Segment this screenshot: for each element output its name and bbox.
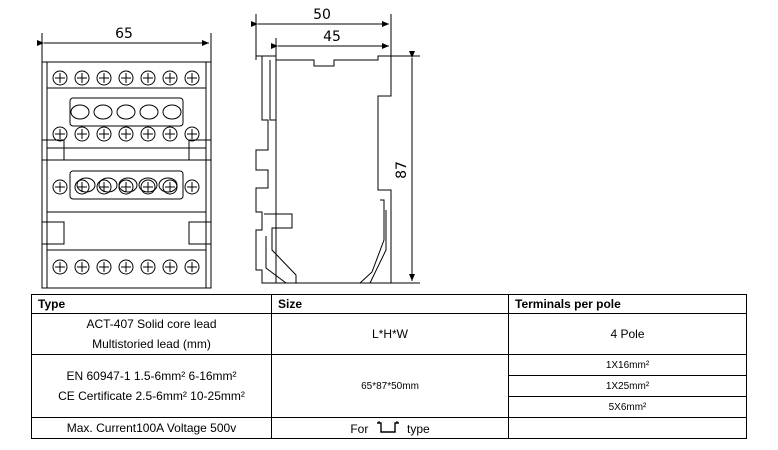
header-size: Size: [271, 294, 509, 314]
screw-terminal: [74, 179, 90, 195]
busbar-hole: [158, 177, 178, 193]
type-line: CE Certificate 2.5-6mm² 10-25mm²: [58, 389, 245, 403]
terminals-cell: 5X6mm²: [508, 396, 747, 418]
screw-terminal: [184, 179, 200, 195]
screw-terminal: [162, 126, 178, 142]
front-width-label: 65: [115, 26, 133, 42]
screw-terminal: [184, 70, 200, 86]
screw-terminal: [96, 70, 112, 86]
busbar-hole: [139, 104, 159, 120]
header-type: Type: [31, 294, 272, 314]
screw-terminal: [74, 70, 90, 86]
screw-terminal: [52, 259, 68, 275]
side-view: [251, 14, 420, 284]
screw-terminal: [184, 259, 200, 275]
terminals-cell: 1X25mm²: [508, 375, 747, 397]
type-line: EN 60947-1 1.5-6mm² 6-16mm²: [66, 369, 237, 383]
screw-terminal: [96, 126, 112, 142]
mount-cell: For type: [271, 417, 509, 439]
busbar-hole: [98, 177, 118, 193]
front-view: [37, 33, 212, 289]
table-header-row: Type Size Terminals per pole: [31, 294, 747, 314]
screw-terminal: [52, 126, 68, 142]
size-cell: L*H*W: [271, 313, 509, 355]
screw-terminal: [52, 70, 68, 86]
for-suffix: type: [407, 421, 430, 436]
table-row: Max. Current100A Voltage 500v For type: [31, 417, 747, 439]
screw-terminal: [140, 179, 156, 195]
screw-terminal: [184, 126, 200, 142]
for-prefix: For: [350, 421, 369, 436]
screw-terminal: [52, 179, 68, 195]
screw-terminal: [118, 259, 134, 275]
technical-drawing: 65 50 45 87: [37, 7, 420, 289]
screw-terminal: [140, 126, 156, 142]
screw-terminal: [74, 259, 90, 275]
type-line: ACT-407 Solid core lead: [86, 317, 217, 331]
type-line: Multistoried lead (mm): [92, 337, 211, 351]
side-overall-width-label: 50: [313, 7, 331, 23]
size-cell: 65*87*50mm: [271, 354, 509, 418]
terminals-cell: 4 Pole: [508, 313, 747, 355]
type-cell: Max. Current100A Voltage 500v: [31, 417, 272, 439]
screw-terminal: [140, 259, 156, 275]
busbar-hole: [162, 104, 182, 120]
screw-terminal: [96, 179, 112, 195]
screw-terminal: [118, 126, 134, 142]
header-terminals: Terminals per pole: [508, 294, 747, 314]
screw-terminal: [162, 259, 178, 275]
screw-terminal: [118, 70, 134, 86]
screw-terminal: [74, 126, 90, 142]
terminals-cell: [508, 417, 747, 439]
busbar-hole: [118, 177, 138, 193]
table-row: ACT-407 Solid core lead Multistoried lea…: [31, 313, 747, 355]
screw-terminal: [162, 70, 178, 86]
busbar-hole: [93, 104, 113, 120]
din-rail-icon: [376, 421, 399, 434]
screw-terminal: [96, 259, 112, 275]
busbar-hole: [116, 104, 136, 120]
screw-terminal: [140, 70, 156, 86]
height-label: 87: [394, 161, 410, 179]
type-cell: EN 60947-1 1.5-6mm² 6-16mm² CE Certifica…: [31, 354, 272, 418]
spec-table: Type Size Terminals per pole ACT-407 Sol…: [31, 294, 747, 439]
side-body-width-label: 45: [323, 29, 341, 45]
busbar-hole: [70, 104, 90, 120]
terminals-cell: 1X16mm²: [508, 354, 747, 376]
table-row: EN 60947-1 1.5-6mm² 6-16mm² CE Certifica…: [31, 354, 747, 418]
busbar-hole: [76, 177, 96, 193]
busbar-hole: [138, 177, 158, 193]
type-cell: ACT-407 Solid core lead Multistoried lea…: [31, 313, 272, 355]
